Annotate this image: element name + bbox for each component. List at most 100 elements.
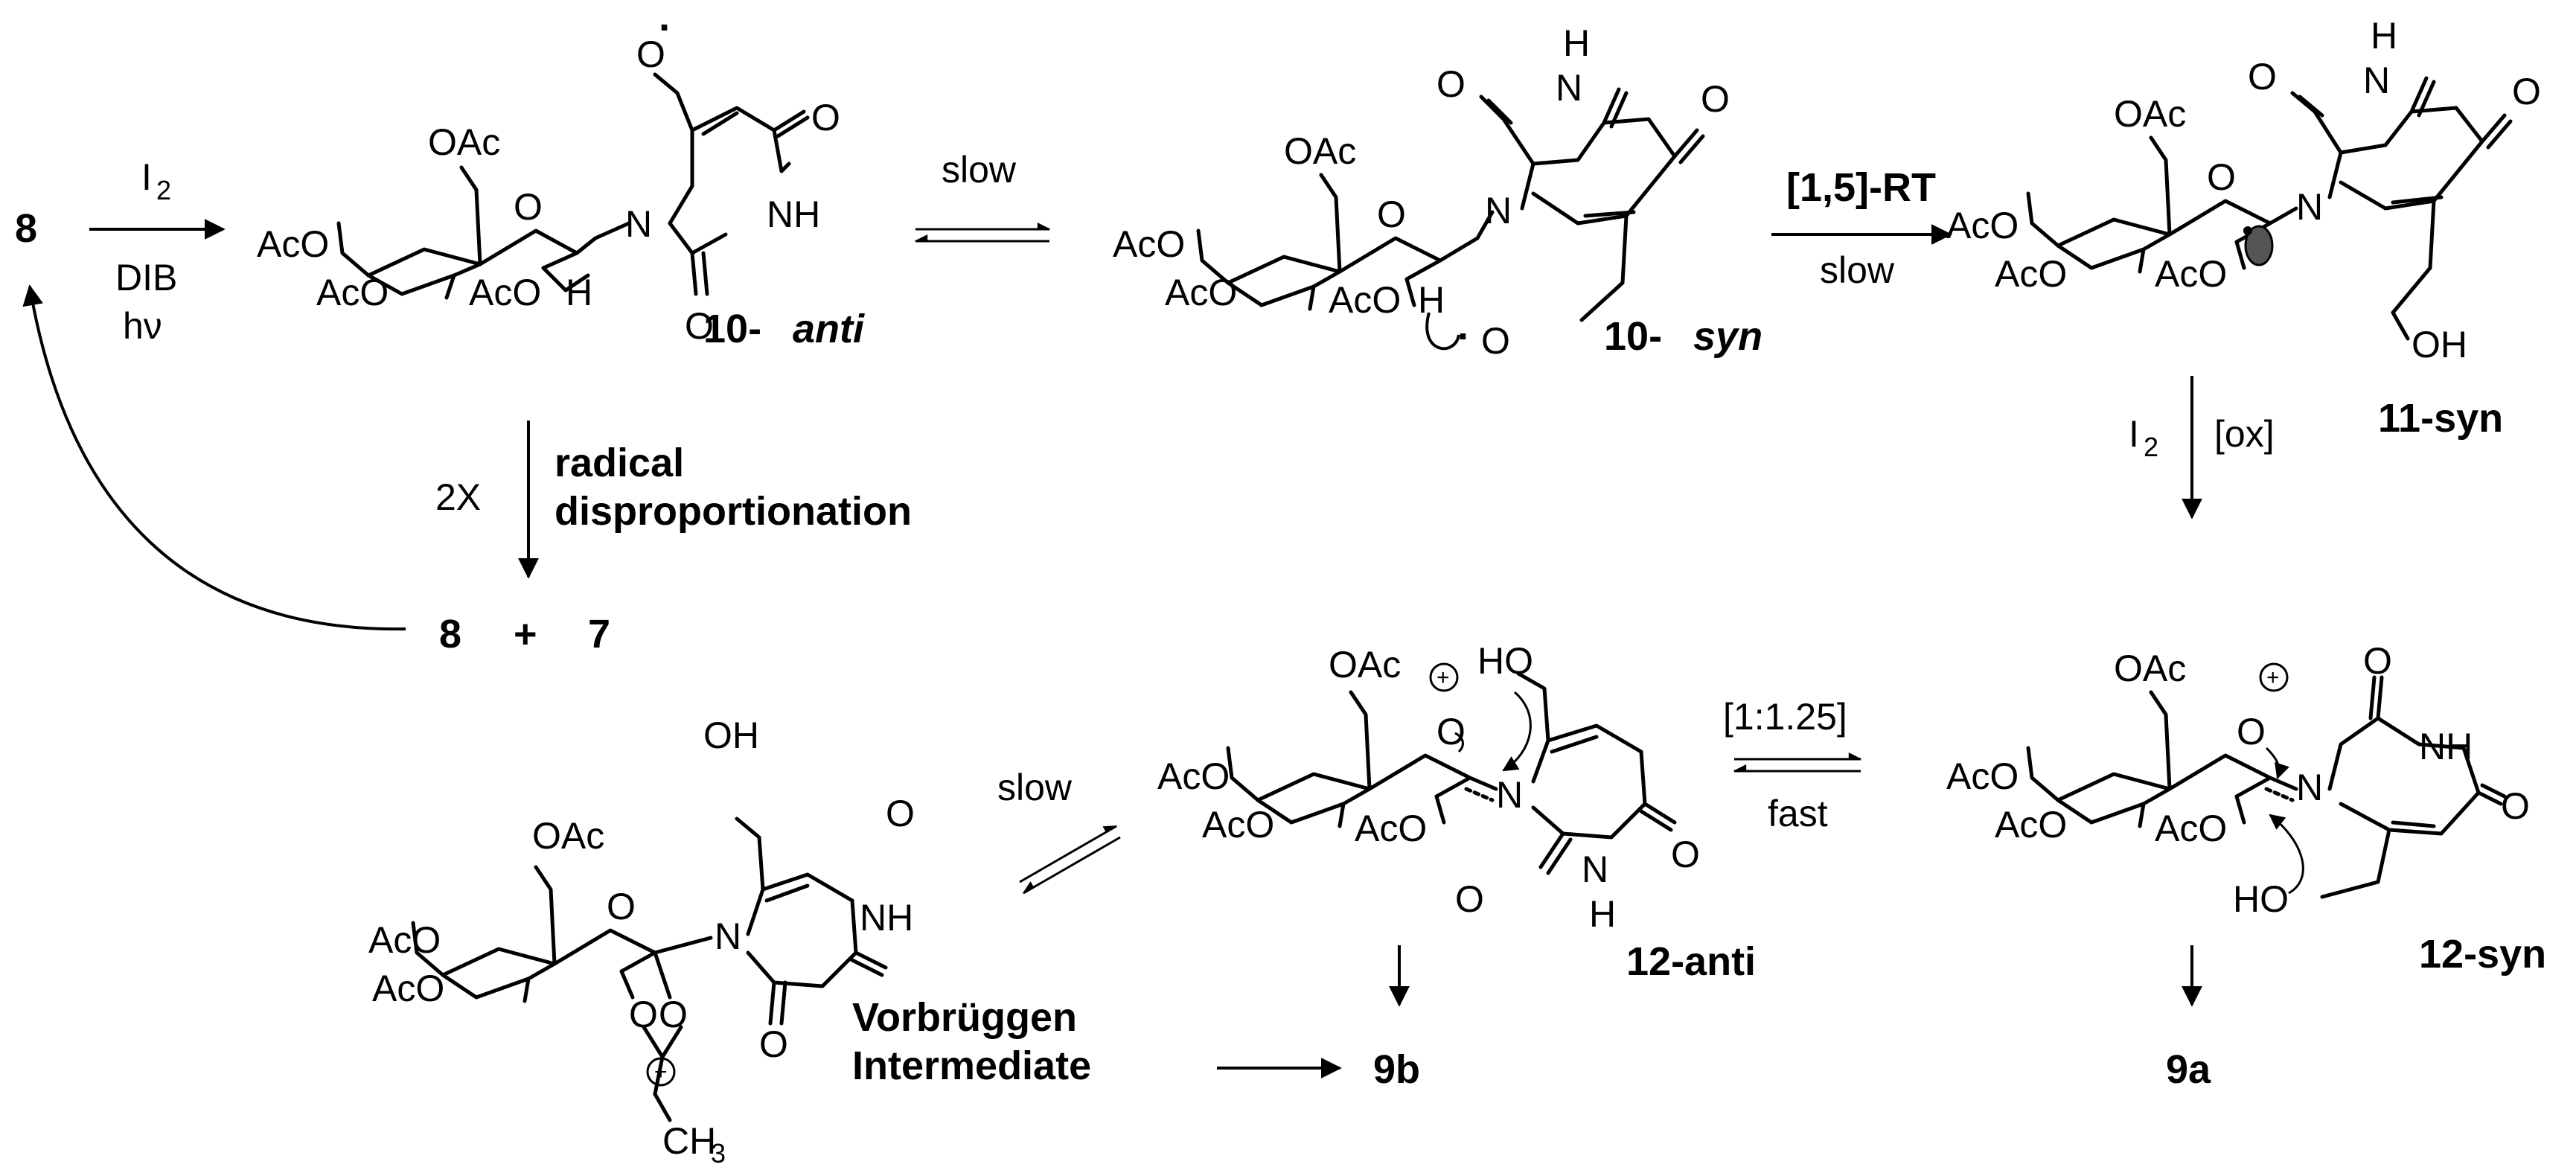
atom-o2-12syn: O [2363, 640, 2392, 682]
atom-h-anti: H [566, 272, 592, 313]
atom-aco-2-11: AcO [2155, 253, 2227, 295]
charge-plus-12anti: + [1436, 665, 1450, 690]
atom-aco-2-12anti: AcO [1355, 808, 1427, 849]
compound-8-start: 8 [15, 206, 37, 251]
label-vorbruggen-1: Vorbrüggen [852, 995, 1077, 1040]
reagent-hv: hν [123, 305, 162, 347]
atom-oo-b-vorb: O [659, 994, 688, 1035]
atom-aco-2-syn: AcO [1329, 279, 1401, 321]
atom-aco-3-vorb: AcO [372, 968, 444, 1009]
atom-n1-anti: N [625, 203, 652, 245]
atom-o-radical-anti: O [636, 33, 665, 75]
label-12-anti: 12-anti [1626, 939, 1756, 984]
reagent-i2-b: I [2129, 413, 2139, 455]
structure-10-syn [1196, 87, 1705, 351]
atom-ring-o-11: O [2207, 156, 2236, 198]
atom-aco-4-11: AcO [1946, 205, 2019, 246]
radical-dot-anti: · [659, 5, 672, 50]
label-12-syn: 12-syn [2419, 932, 2546, 977]
atom-nh-n-syn: N [1556, 67, 1582, 109]
product-9b: 9b [1373, 1047, 1420, 1092]
radical-dot-syn: · [1457, 314, 1471, 359]
structure-12-syn [2026, 662, 2507, 899]
reagent-2x: 2X [435, 476, 481, 518]
atom-aco-2-anti: AcO [469, 272, 541, 313]
atom-n1-12syn: N [2296, 767, 2323, 808]
eq-forward-vorb [1019, 825, 1118, 883]
atom-nh-n-12anti: N [1582, 848, 1608, 890]
reagent-ratio: [1:1.25] [1723, 696, 1847, 738]
atom-aco-3-12syn: AcO [1995, 804, 2067, 846]
structure-10-anti [336, 72, 810, 300]
atom-aco-3-syn: AcO [1165, 272, 1237, 313]
atom-oac-12anti: OAc [1329, 644, 1401, 685]
atom-n1-syn: N [1485, 190, 1512, 231]
product-9a: 9a [2166, 1047, 2211, 1092]
charge-plus-12syn: + [2266, 665, 2280, 690]
atom-oac-syn: OAc [1284, 130, 1356, 172]
label-10-anti-num: 10- [703, 307, 761, 351]
atom-ch3-vorb: CH [662, 1120, 716, 1162]
atom-o4-vorb: O [886, 793, 915, 834]
label-10-syn-num: 10- [1604, 314, 1662, 359]
atom-o4-11: O [2512, 71, 2541, 112]
atom-aco-4-vorb: AcO [368, 919, 441, 961]
reagent-slow-3: slow [997, 767, 1073, 808]
atom-n1-11: N [2296, 186, 2323, 228]
atom-o2-12anti: O [1455, 878, 1484, 920]
atom-o2-anti: O [685, 305, 714, 347]
atom-ring-o-12syn: O [2237, 711, 2266, 752]
atom-aco-3-11: AcO [1995, 253, 2067, 295]
atom-aco-4-syn: AcO [1113, 223, 1185, 265]
atom-nh-h-syn: H [1563, 22, 1590, 64]
structure-12-anti [1226, 662, 1677, 875]
reagent-radical: radical [554, 441, 684, 485]
atom-aco-4-12anti: AcO [1157, 755, 1230, 797]
label-10-anti-sfx: anti [793, 307, 865, 351]
atom-nh-h-12anti: H [1589, 893, 1616, 935]
atom-o2-11: O [2248, 56, 2277, 98]
atom-oac-vorb: OAc [532, 815, 604, 857]
atom-nh-12syn: NH [2419, 726, 2473, 767]
reagent-i2-b-sub: 2 [2144, 432, 2158, 462]
label-vorbruggen-2: Intermediate [852, 1043, 1091, 1088]
atom-oac-anti: OAc [428, 121, 500, 163]
product-plus: + [514, 612, 537, 656]
arrow-recycle-8 [22, 284, 406, 631]
atom-ring-o-anti: O [514, 186, 543, 228]
atom-o2-vorb: O [759, 1023, 788, 1065]
atom-n1-vorb: N [715, 915, 741, 957]
reagent-i2-a-sub: 2 [156, 175, 171, 205]
atom-o4-12anti: O [1671, 834, 1700, 875]
atom-ho-12syn: HO [2233, 878, 2289, 920]
atom-o4-12syn: O [2501, 785, 2530, 827]
atom-o2-syn: O [1436, 63, 1466, 105]
atom-ho-12anti: HO [1477, 640, 1533, 682]
atom-aco-3-anti: AcO [316, 272, 389, 313]
reagent-slow-1: slow [942, 149, 1017, 191]
atom-nh-anti: NH [767, 194, 820, 235]
atom-oo-a-vorb: O [629, 994, 658, 1035]
atom-nh-h-11: H [2371, 15, 2397, 57]
structure-11-syn [2026, 76, 2513, 341]
structure-vorbruggen [411, 816, 888, 1122]
atom-h-syn: H [1418, 279, 1445, 321]
atom-ring-o-syn: O [1377, 194, 1406, 235]
atom-oac-11: OAc [2114, 93, 2186, 135]
charge-plus-vorb: + [654, 1060, 668, 1084]
atom-ring-o-12anti: O [1436, 711, 1466, 752]
product-8: 8 [439, 612, 461, 656]
reagent-slow-2: slow [1820, 249, 1895, 291]
atom-aco-4-anti: AcO [257, 223, 329, 265]
reagent-dib: DIB [115, 257, 177, 298]
reagent-ox: [ox] [2214, 413, 2275, 455]
atom-oh-11: OH [2412, 324, 2467, 365]
atom-oac-12syn: OAc [2114, 648, 2186, 689]
atom-n1-12anti: N [1496, 774, 1523, 816]
reagent-fast: fast [1768, 793, 1828, 834]
eq-back-vorb [1022, 836, 1121, 895]
atom-o4-syn: O [1701, 78, 1730, 120]
atom-nh-n-11: N [2363, 60, 2390, 101]
product-7: 7 [588, 612, 610, 656]
